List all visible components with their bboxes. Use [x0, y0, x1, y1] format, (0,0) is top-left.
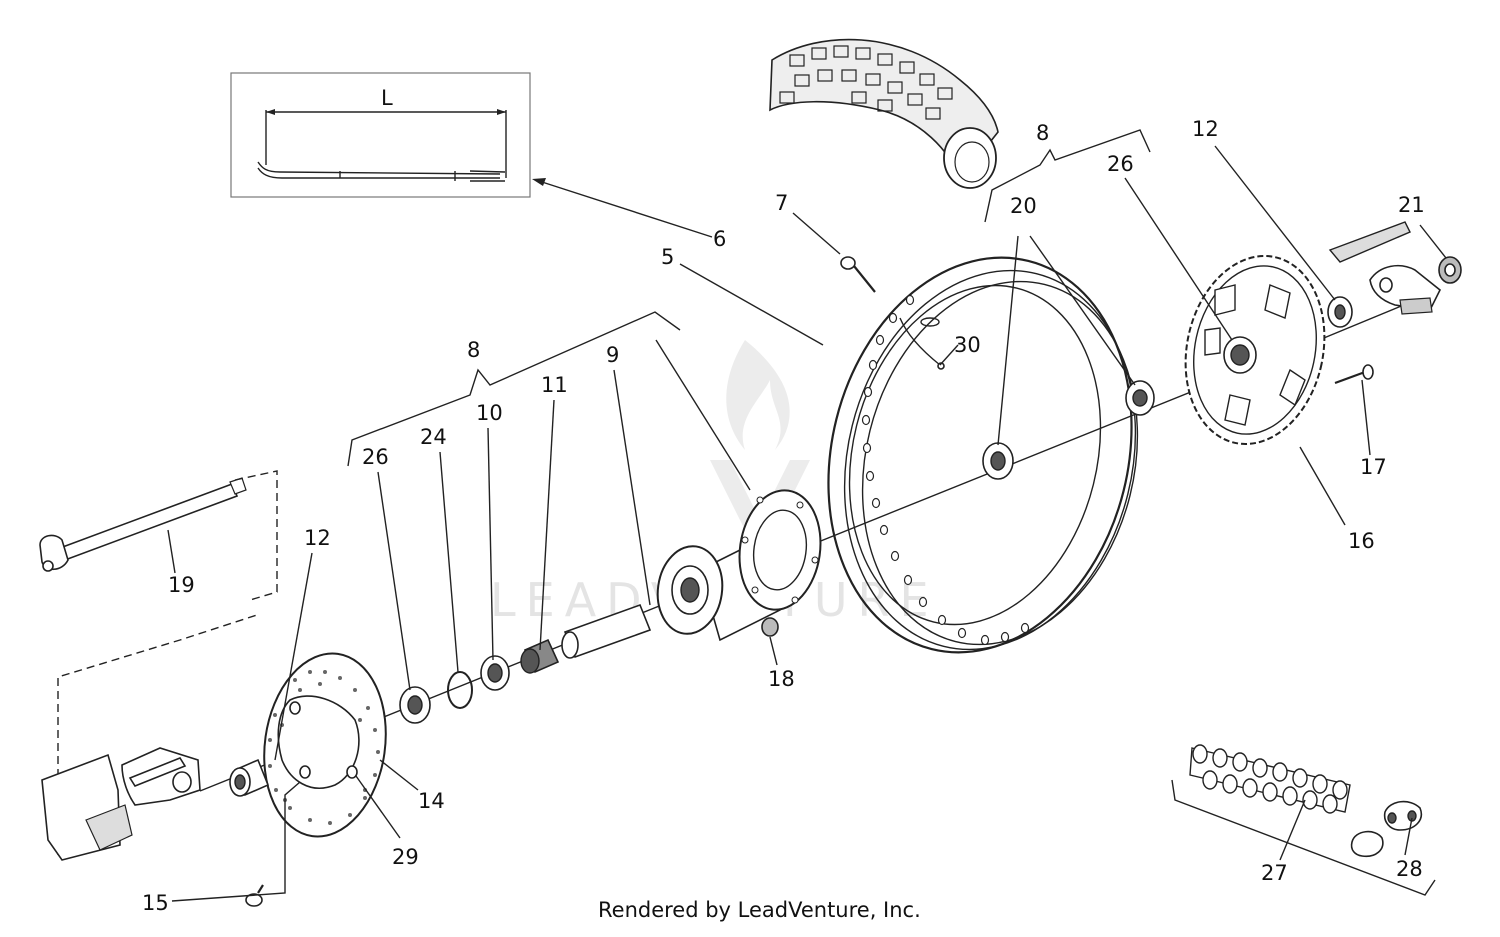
callout-9: 9	[606, 343, 619, 367]
sprocket	[1184, 255, 1326, 445]
callout-arrow-6	[532, 178, 713, 238]
callout-8-right: 8	[1036, 121, 1049, 145]
footer-credit: Rendered by LeadVenture, Inc.	[598, 898, 921, 922]
callout-24: 24	[420, 425, 447, 449]
axle-19	[39, 477, 247, 572]
bearing-20-right	[1125, 380, 1155, 416]
hub	[656, 489, 822, 642]
callout-7: 7	[775, 191, 788, 215]
collar-9	[561, 603, 652, 659]
callout-26-left: 26	[362, 445, 389, 469]
callout-15: 15	[142, 891, 169, 915]
callout-5: 5	[661, 245, 674, 269]
bolt-15	[245, 884, 264, 907]
chain-27	[1189, 744, 1351, 814]
tire	[769, 38, 999, 189]
bracket-27-28	[1171, 779, 1436, 896]
callout-20: 20	[1010, 194, 1037, 218]
callout-11: 11	[541, 373, 568, 397]
callout-17: 17	[1360, 455, 1387, 479]
callout-12-left: 12	[304, 526, 331, 550]
brake-disc	[263, 652, 387, 838]
callout-26-right: 26	[1107, 152, 1134, 176]
callout-29: 29	[392, 845, 419, 869]
spacer-12-right	[1327, 296, 1353, 328]
callout-14: 14	[418, 789, 445, 813]
bracket-8-left	[347, 311, 681, 467]
swingarm-left	[41, 747, 201, 861]
callout-16: 16	[1348, 529, 1375, 553]
callout-labels: 5 6 7 8 8 9 10 11 12 12 14 15 16 17 18 1…	[142, 117, 1425, 915]
callout-12-right: 12	[1192, 117, 1219, 141]
nut-21	[1438, 256, 1462, 284]
callout-19: 19	[168, 573, 195, 597]
callout-6: 6	[713, 227, 726, 251]
circlip-24	[447, 671, 473, 709]
callout-18: 18	[768, 667, 795, 691]
callout-30: 30	[954, 333, 981, 357]
chain-adjuster-right	[1328, 221, 1442, 315]
seal-26-left	[399, 686, 431, 724]
rim-band	[899, 317, 945, 370]
callout-10: 10	[476, 401, 503, 425]
callout-8-left: 8	[467, 338, 480, 362]
spacer-12-left	[229, 758, 270, 797]
spacer-11	[520, 638, 560, 674]
master-link-28	[1350, 800, 1422, 858]
callout-27: 27	[1261, 861, 1288, 885]
callout-21: 21	[1398, 193, 1425, 217]
inset-dimension-label: L	[381, 86, 393, 110]
bearing-20-center	[982, 442, 1014, 480]
leader-lines	[167, 145, 1447, 902]
guide-lines	[57, 470, 278, 855]
rim	[827, 256, 1139, 654]
spoke-inset: L	[230, 72, 531, 198]
bolt-7	[840, 256, 876, 293]
bolt-17	[1334, 364, 1374, 385]
bearing-10	[480, 655, 510, 691]
bracket-8-right	[984, 129, 1151, 223]
callout-28: 28	[1396, 857, 1423, 881]
nut-18	[761, 617, 779, 637]
